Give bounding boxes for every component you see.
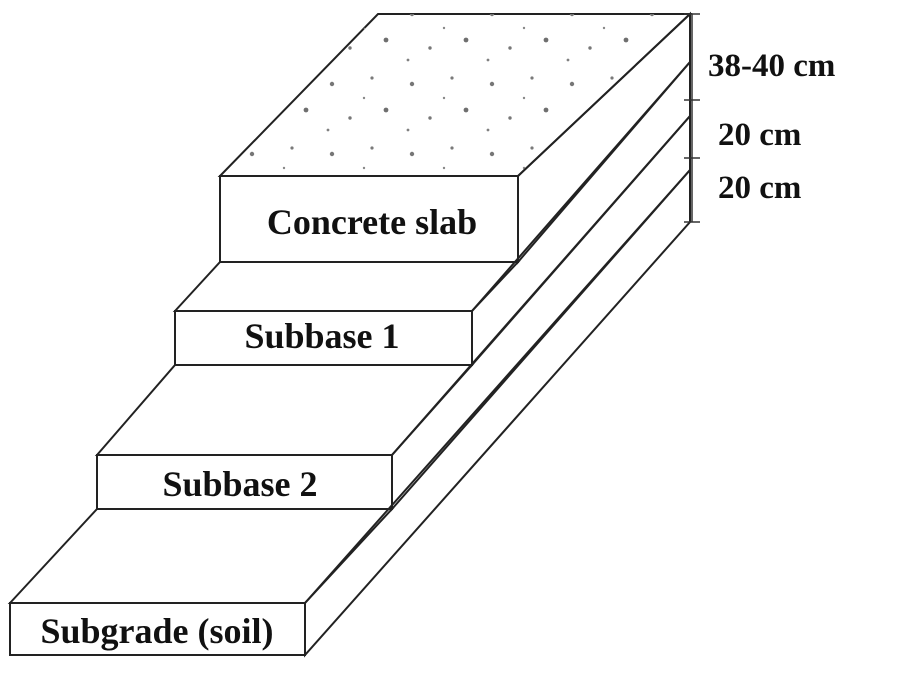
- subbase-2-front-face: [96, 454, 393, 510]
- subbase-1-front-face: [174, 310, 473, 366]
- concrete-slab-front-face: [219, 175, 519, 263]
- subbase-1-thickness: 20 cm: [718, 117, 801, 153]
- subbase-2-label: Subbase 2: [162, 464, 317, 504]
- subbase-2-top-face: [94, 364, 475, 456]
- concrete-slab-label-bg: [246, 196, 498, 248]
- concrete-slab-label: Concrete slab: [267, 202, 477, 242]
- concrete-slab-layer: Concrete slab: [217, 11, 693, 265]
- concrete-slab-thickness: 38-40 cm: [708, 48, 835, 84]
- subgrade-top-face: [7, 508, 395, 604]
- subbase-1-top-face: [172, 261, 521, 312]
- subgrade-layer: Subgrade (soil): [7, 167, 691, 658]
- dimension-markers: 38-40 cm 20 cm 20 cm: [684, 13, 835, 223]
- concrete-slab-top-texture: [220, 14, 690, 176]
- subbase-1-layer: Subbase 1: [172, 59, 691, 368]
- subgrade-label-bg: [22, 610, 292, 650]
- subgrade-front-face: [9, 602, 306, 656]
- subbase-1-label: Subbase 1: [244, 316, 399, 356]
- subbase-2-label-bg: [140, 463, 340, 503]
- subgrade-label: Subgrade (soil): [40, 611, 273, 651]
- subbase-2-thickness: 20 cm: [718, 170, 801, 206]
